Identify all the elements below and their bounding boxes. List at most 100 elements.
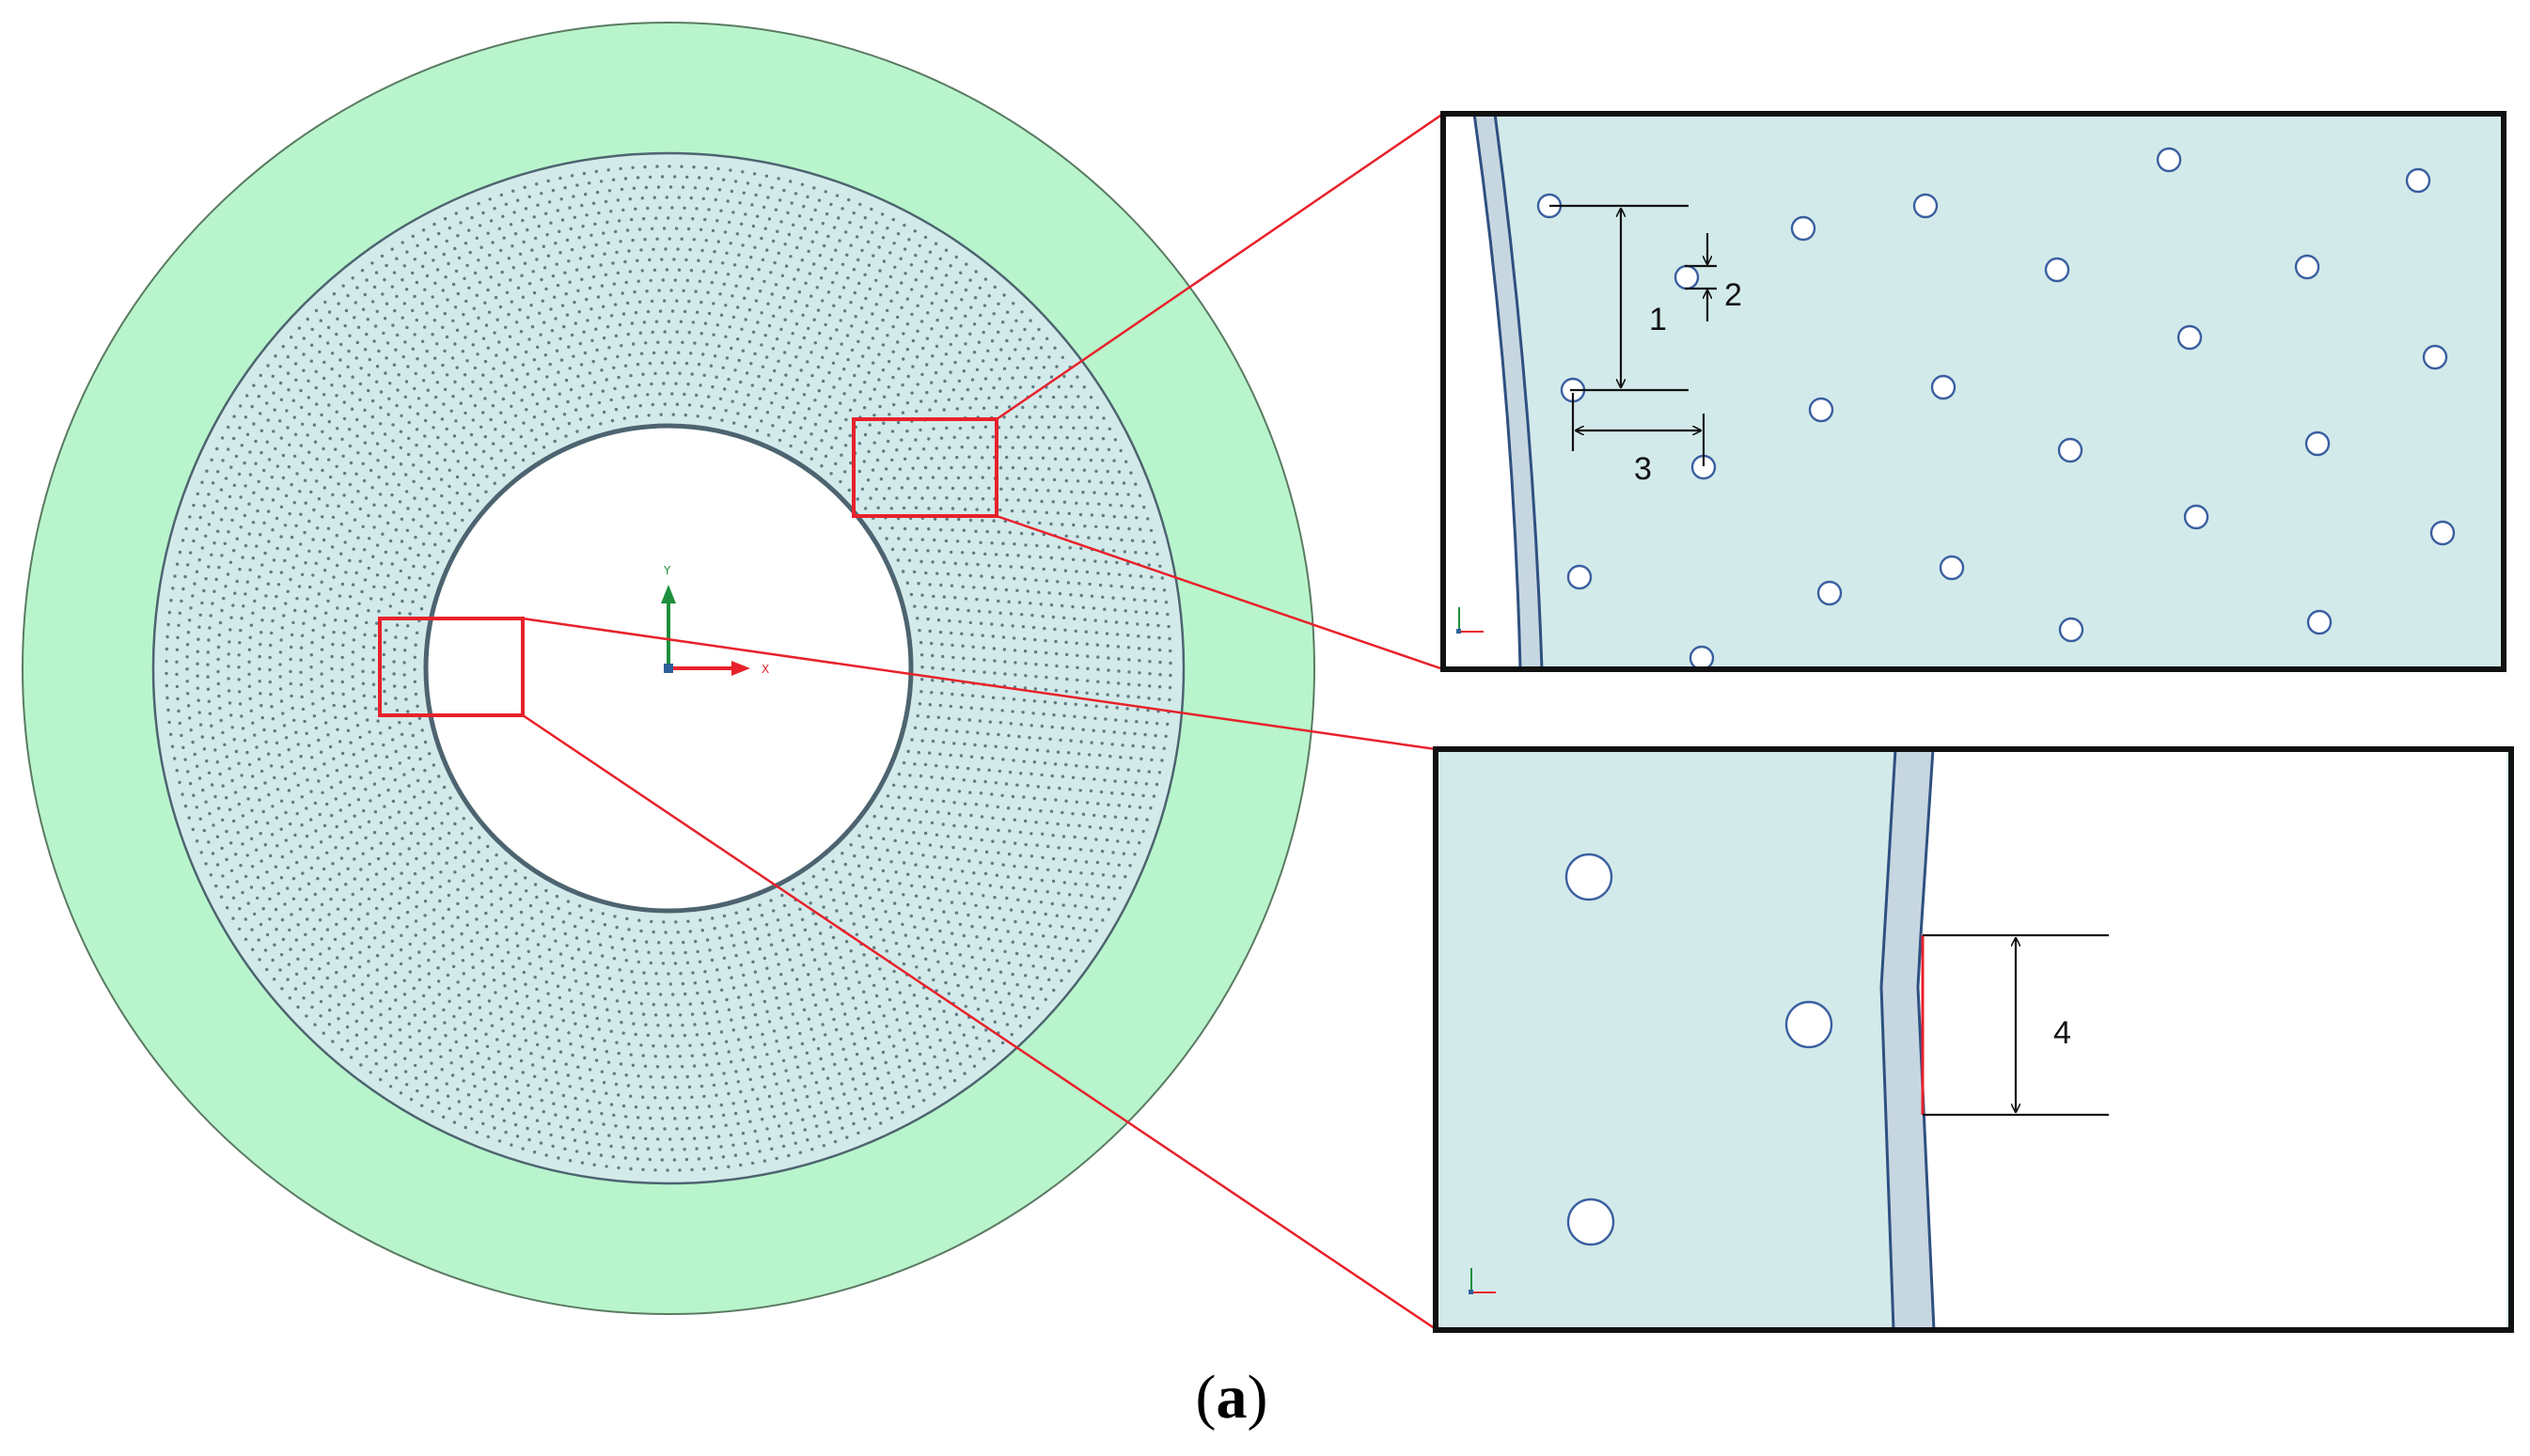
pore-dot <box>914 785 918 789</box>
pore-dot <box>824 266 827 271</box>
pore-dot <box>558 229 561 233</box>
pore-dot <box>862 953 866 957</box>
pore-dot <box>260 715 264 720</box>
pore-dot <box>218 772 222 776</box>
pore-dot <box>325 928 330 932</box>
pore-dot <box>932 978 935 982</box>
pore-dot <box>176 635 180 639</box>
pore-dot <box>325 976 329 980</box>
pore-dot <box>903 785 906 789</box>
pore-dot <box>564 378 569 383</box>
pore-hole <box>1784 1000 1833 1049</box>
pore-dot <box>352 547 355 551</box>
pore-dot <box>685 1074 689 1079</box>
pore-dot <box>419 524 423 528</box>
pore-dot <box>905 1048 909 1053</box>
pore-dot <box>1008 770 1013 775</box>
pore-dot <box>728 325 731 329</box>
pore-dot <box>360 887 364 891</box>
pore-dot <box>464 482 467 486</box>
pore-dot <box>856 864 861 868</box>
pore-dot <box>588 1068 592 1072</box>
pore-dot <box>938 630 943 634</box>
pore-dot <box>868 974 872 978</box>
pore-dot <box>885 284 888 289</box>
pore-dot <box>406 365 410 368</box>
pore-dot <box>503 1075 508 1079</box>
pore-dot <box>824 454 828 459</box>
pore-dot <box>385 852 389 855</box>
pore-dot <box>950 631 953 635</box>
pore-dot <box>902 962 906 966</box>
pore-dot <box>871 230 874 234</box>
pore-dot <box>962 465 966 469</box>
pore-dot <box>694 290 698 293</box>
pore-dot <box>504 325 508 329</box>
pore-dot <box>489 1011 493 1015</box>
pore-dot <box>747 308 752 312</box>
pore-dot <box>967 859 971 863</box>
pore-dot <box>389 892 393 896</box>
pore-dot <box>342 384 347 388</box>
pore-dot <box>497 227 501 230</box>
pore-dot <box>585 929 589 932</box>
pore-dot <box>234 749 239 754</box>
pore-dot <box>476 483 480 487</box>
pore-dot <box>422 565 427 569</box>
pore-dot <box>247 532 251 536</box>
pore-dot <box>859 1061 864 1066</box>
pore-dot <box>1112 730 1116 734</box>
pore-dot <box>748 1035 752 1040</box>
pore-dot <box>322 823 327 828</box>
pore-dot <box>1067 969 1071 973</box>
pore-dot <box>960 551 965 555</box>
pore-dot <box>501 972 506 976</box>
pore-dot <box>590 338 594 342</box>
pore-dot <box>557 370 560 374</box>
pore-dot <box>934 399 937 403</box>
pore-dot <box>589 233 593 237</box>
pore-dot <box>506 950 511 954</box>
pore-dot <box>524 876 527 880</box>
pore-dot <box>936 960 940 963</box>
pore-dot <box>426 514 430 518</box>
pore-dot <box>897 795 901 799</box>
pore-dot <box>991 435 995 439</box>
pore-dot <box>433 542 437 547</box>
pore-dot <box>1095 765 1099 769</box>
pore-dot <box>1039 346 1044 350</box>
pore-dot <box>767 977 772 980</box>
pore-dot <box>462 817 465 821</box>
pore-dot <box>683 392 686 397</box>
pore-dot <box>819 276 824 280</box>
pore-dot <box>257 395 260 399</box>
pore-dot <box>700 929 704 932</box>
pore-dot <box>722 1113 726 1118</box>
pore-dot <box>808 937 811 941</box>
pore-dot <box>1149 528 1154 533</box>
pore-dot <box>314 308 319 313</box>
pore-dot <box>990 792 994 796</box>
pore-dot <box>654 216 658 220</box>
pore-dot <box>369 468 373 473</box>
pore-dot <box>484 266 489 270</box>
pore-dot <box>381 532 385 536</box>
pore-dot <box>1085 883 1089 886</box>
pore-dot <box>613 915 617 918</box>
pore-dot <box>875 956 879 961</box>
pore-dot <box>250 404 254 409</box>
pore-dot <box>187 618 192 622</box>
pore-dot <box>331 642 335 647</box>
pore-dot <box>968 332 972 336</box>
pore-dot <box>434 467 439 471</box>
pore-dot <box>359 367 363 370</box>
pore-dot <box>355 286 359 290</box>
pore-dot <box>734 953 738 958</box>
pore-dot <box>228 560 233 564</box>
pore-dot <box>930 381 934 384</box>
pore-dot <box>279 505 284 509</box>
pore-dot <box>627 249 631 253</box>
pore-dot <box>473 1026 478 1031</box>
pore-dot <box>1123 550 1127 554</box>
pore-dot <box>238 426 242 430</box>
